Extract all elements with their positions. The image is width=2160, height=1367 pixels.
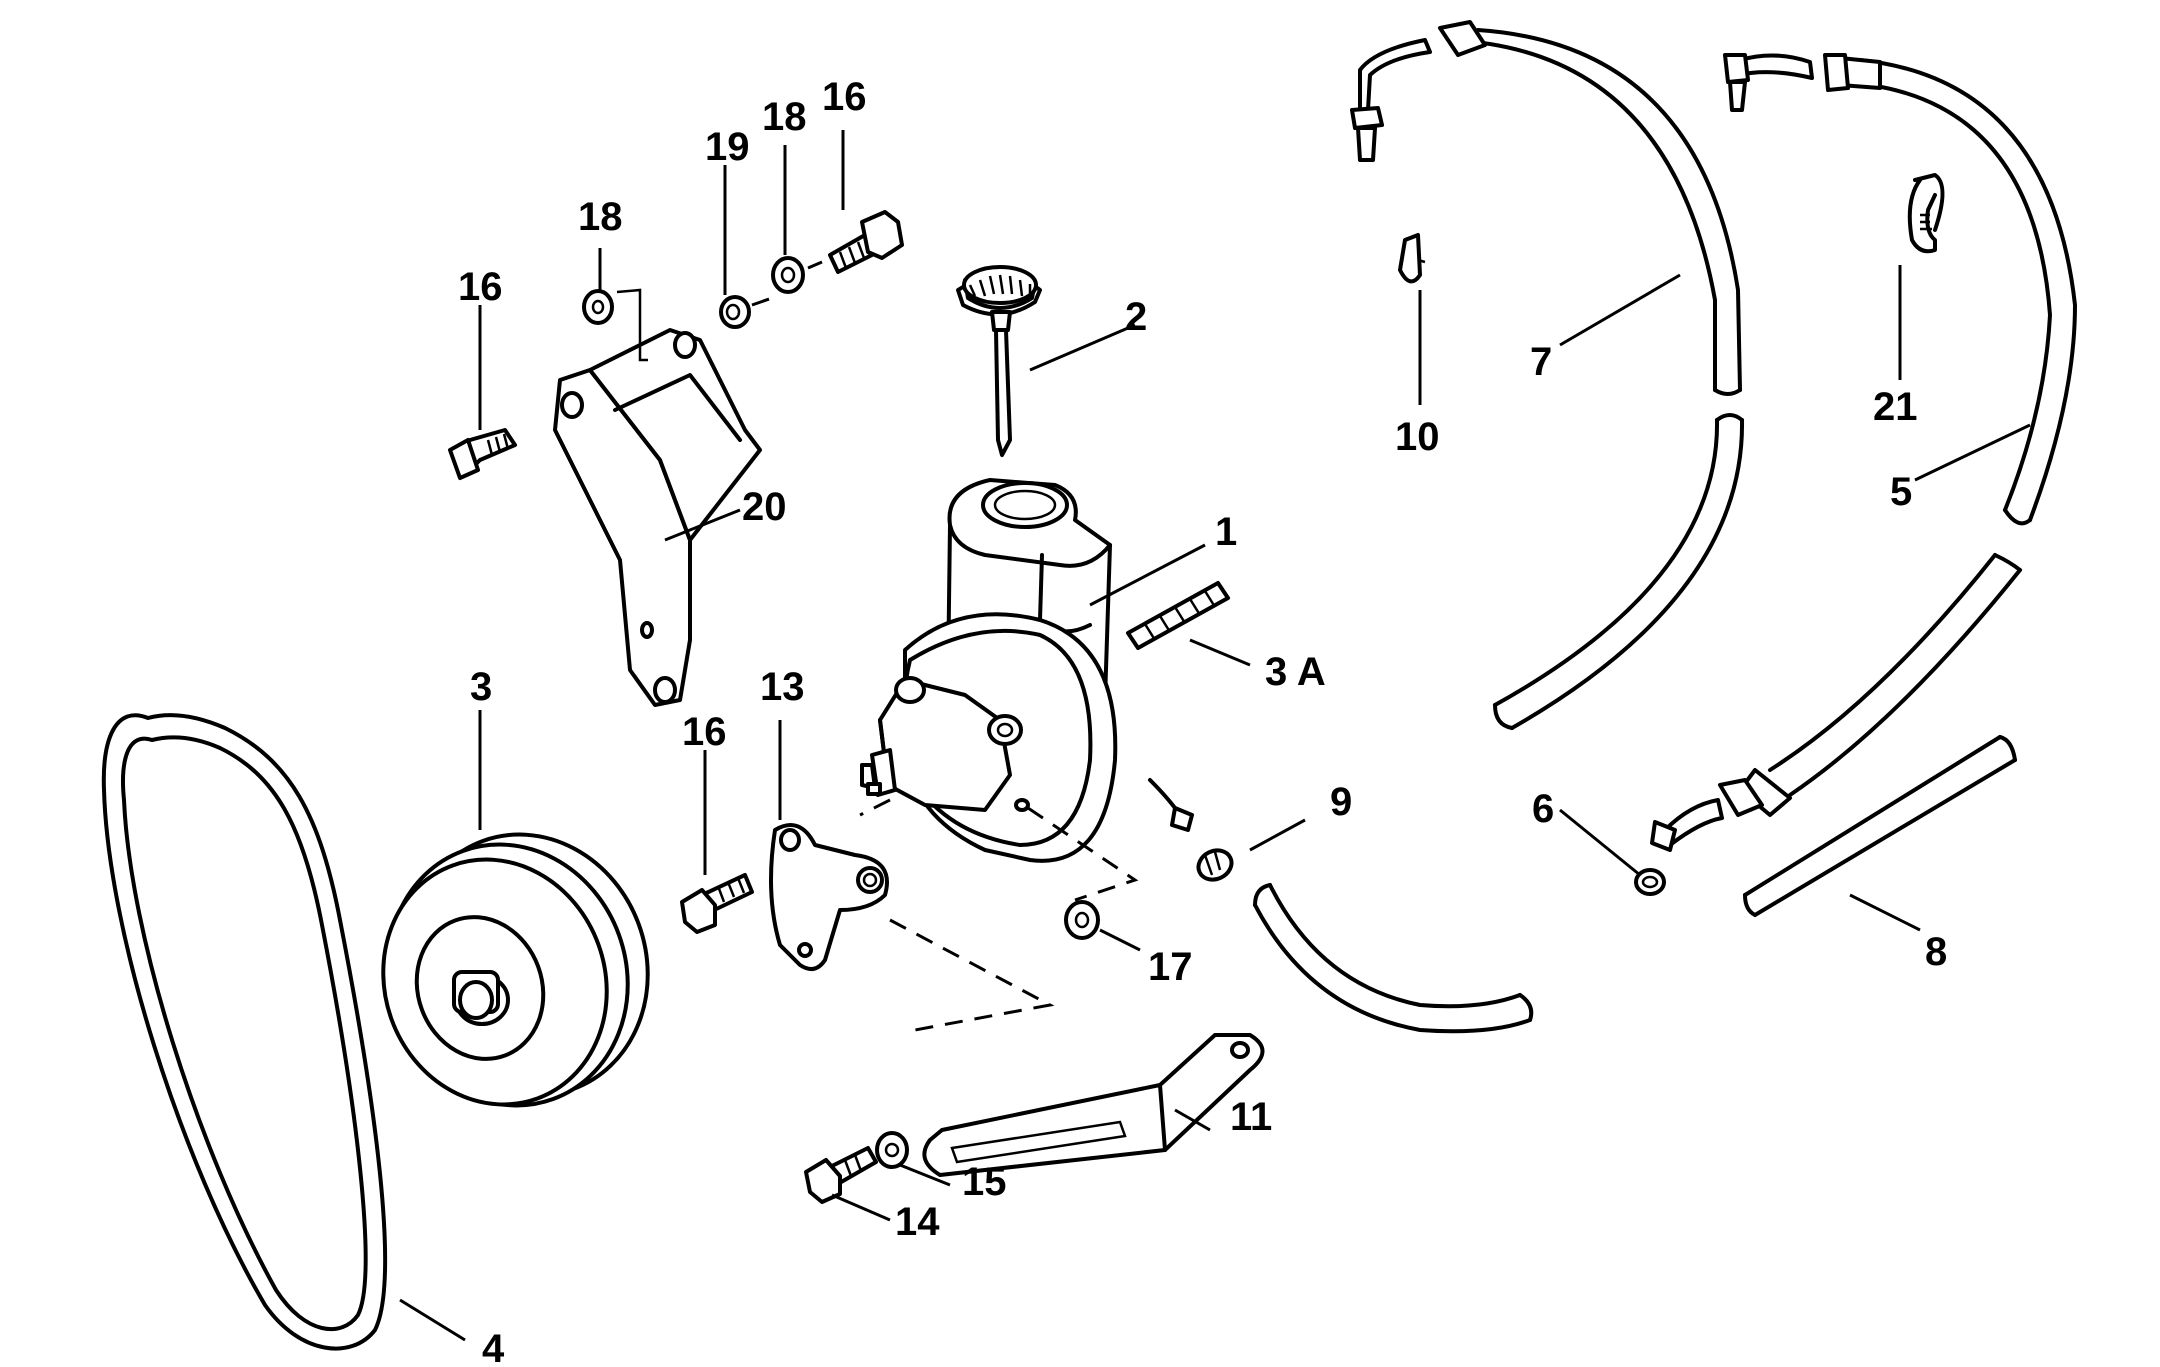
washer-18-left — [582, 289, 614, 325]
label-10: 10 — [1395, 415, 1440, 459]
spacer-19 — [719, 295, 751, 329]
label-1: 1 — [1215, 510, 1237, 554]
return-hose — [1650, 53, 2077, 852]
bolt-16-top — [828, 210, 904, 274]
nut-9 — [1196, 848, 1234, 882]
label-14: 14 — [895, 1200, 940, 1244]
label-21: 21 — [1873, 385, 1918, 429]
clamp-21 — [1907, 173, 1945, 254]
small-bracket — [769, 823, 889, 971]
label-2: 2 — [1125, 295, 1147, 339]
bolt-16-lower — [680, 873, 754, 934]
label-5: 5 — [1890, 470, 1912, 514]
mounting-bracket — [553, 328, 762, 707]
label-16-top: 16 — [822, 75, 867, 119]
label-3: 3 — [470, 665, 492, 709]
label-19: 19 — [705, 125, 750, 169]
label-18-right: 18 — [762, 95, 807, 139]
label-3a: 3 A — [1265, 650, 1326, 694]
hose-8 — [1253, 735, 2017, 1034]
label-20: 20 — [742, 485, 787, 529]
leader-lines — [399, 130, 2031, 1342]
adjusting-brace — [922, 1033, 1265, 1177]
clip-10 — [1398, 233, 1426, 284]
label-4: 4 — [482, 1327, 505, 1367]
bolt-14 — [804, 1146, 878, 1204]
label-6: 6 — [1532, 787, 1554, 831]
pulley — [381, 832, 650, 1108]
o-ring-6 — [1634, 868, 1666, 896]
label-7: 7 — [1530, 340, 1552, 384]
label-11: 11 — [1230, 1095, 1272, 1139]
bolt-16-bracket — [448, 428, 517, 480]
part-labels: 1 2 3 3 A 4 5 6 7 8 9 10 11 13 14 15 16 … — [458, 75, 1947, 1367]
label-8: 8 — [1925, 930, 1947, 974]
stud-3a — [1126, 581, 1230, 650]
power-steering-pump — [860, 478, 1194, 863]
washer-15 — [875, 1131, 909, 1169]
label-16-left: 16 — [458, 265, 503, 309]
label-17: 17 — [1148, 945, 1193, 989]
label-13: 13 — [760, 665, 805, 709]
drive-belt — [101, 713, 388, 1351]
dipstick-cap — [956, 265, 1042, 457]
label-16-lower: 16 — [682, 710, 727, 754]
washer-18-right — [771, 256, 805, 294]
label-15: 15 — [962, 1160, 1007, 1204]
washer-17 — [1064, 900, 1100, 940]
pressure-hose — [1350, 20, 1745, 730]
label-9: 9 — [1330, 780, 1352, 824]
label-18-left: 18 — [578, 195, 623, 239]
